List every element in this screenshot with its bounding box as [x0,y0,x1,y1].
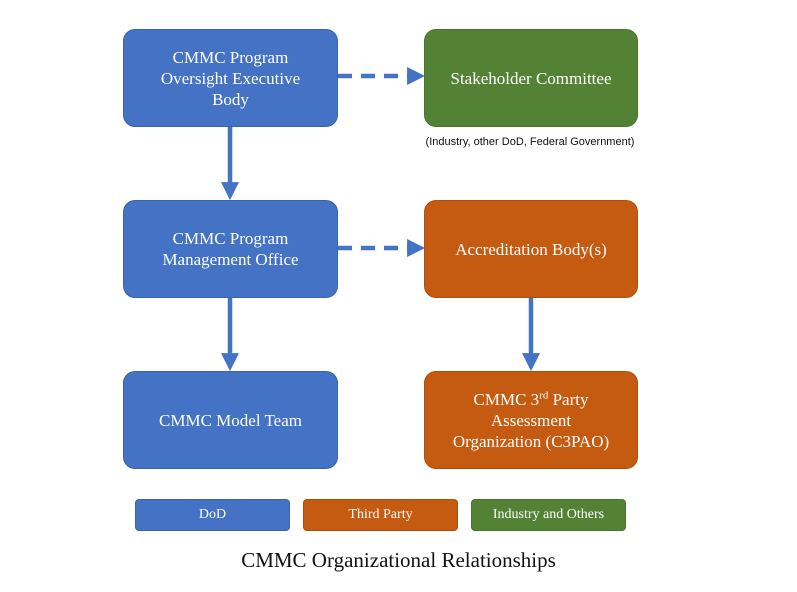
node-oversight-label: CMMC Program Oversight Executive Body [160,47,301,109]
node-pmo-label: CMMC Program Management Office [162,229,299,269]
legend-industry-and-others: Industry and Others [471,499,626,531]
legend-third-party-label: Third Party [348,507,413,522]
c3pao-line1-post: Party [548,389,589,409]
node-accreditation-body: Accreditation Body(s) [424,200,638,298]
stakeholder-note: (Industry, other DoD, Federal Government… [425,136,635,148]
node-c3pao-text: CMMC 3rd Party Assessment Organization (… [453,389,609,452]
node-program-management-office: CMMC Program Management Office [123,200,338,298]
node-c3pao-rest: Assessment Organization (C3PAO) [452,410,610,451]
node-stakeholder-label: Stakeholder Committee [450,68,612,88]
legend-dod: DoD [135,499,290,531]
legend-industry-label: Industry and Others [492,507,605,522]
legend-third-party: Third Party [303,499,458,531]
node-c3pao: CMMC 3rd Party Assessment Organization (… [424,371,638,469]
node-oversight-executive-body: CMMC Program Oversight Executive Body [123,29,338,127]
legend-dod-label: DoD [198,507,227,522]
node-accreditation-label: Accreditation Body(s) [455,239,607,259]
node-stakeholder-committee: Stakeholder Committee [424,29,638,127]
node-c3pao-line1: CMMC 3rd Party [453,389,609,410]
c3pao-line1-pre: CMMC 3 [473,389,540,409]
node-model-team-label: CMMC Model Team [159,410,302,430]
c3pao-line1-sup: rd [539,388,549,401]
diagram-caption: CMMC Organizational Relationships [241,548,556,572]
node-model-team: CMMC Model Team [123,371,338,469]
